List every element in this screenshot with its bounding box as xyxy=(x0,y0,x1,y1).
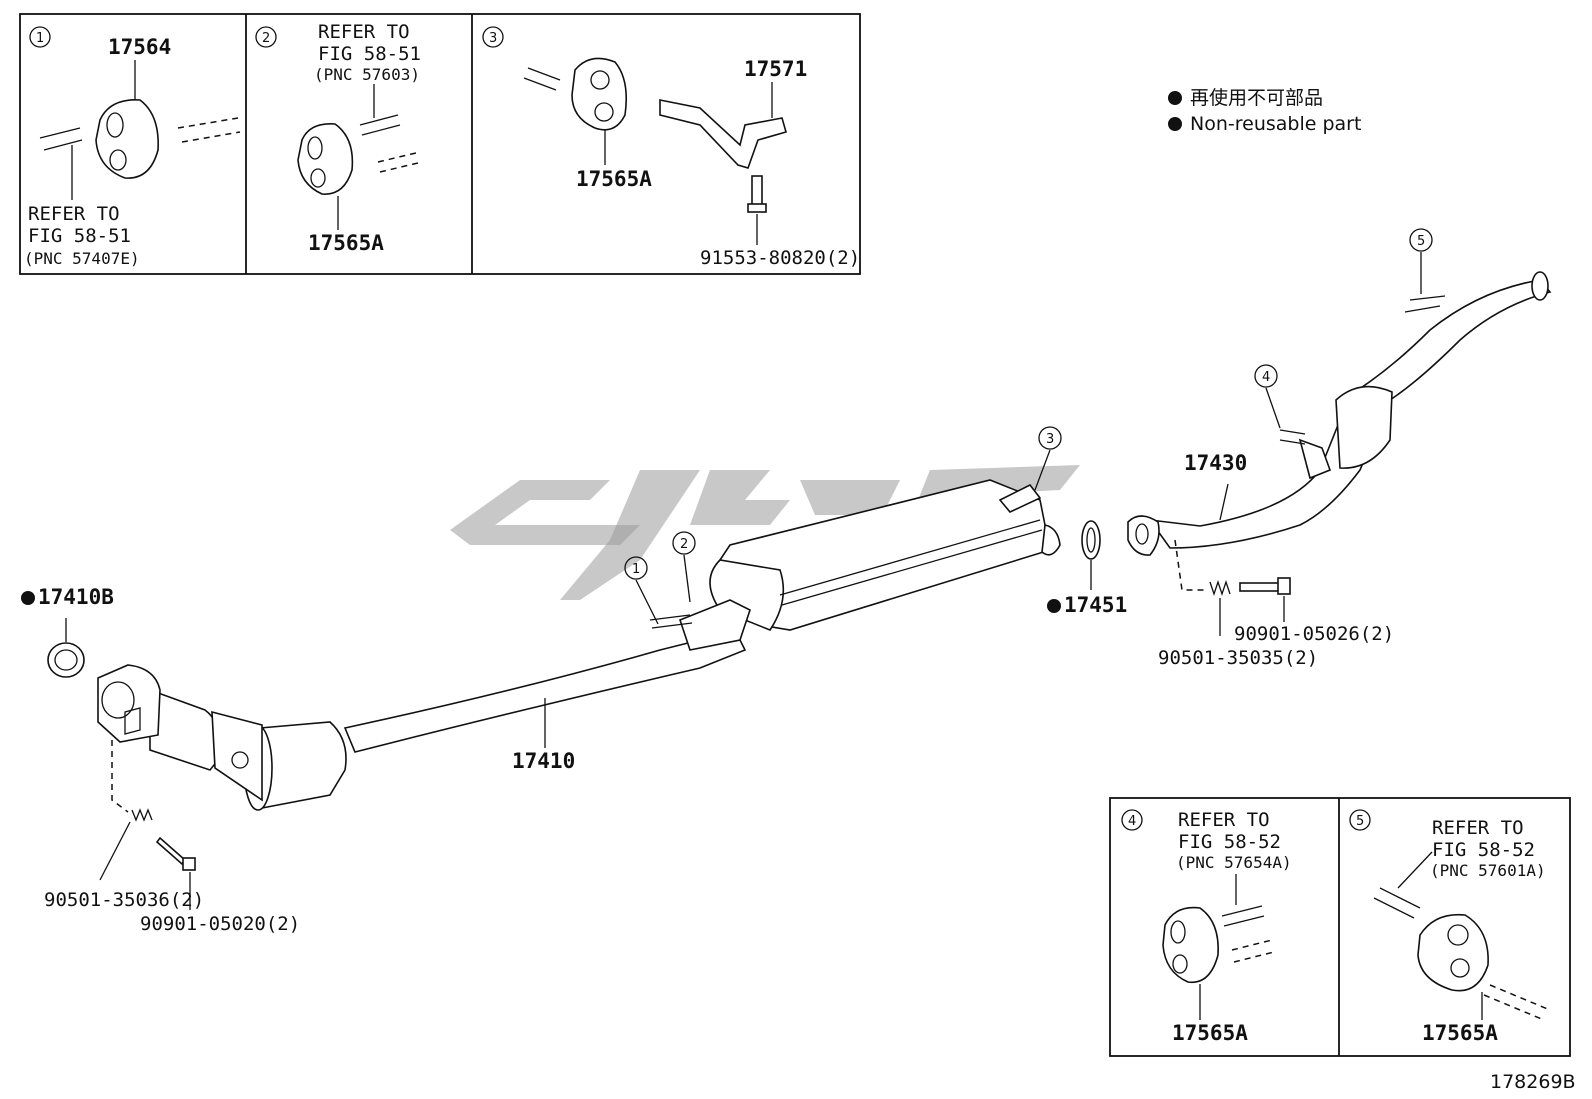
gasket-front-label: 17410B xyxy=(38,585,114,609)
figure-id: 178269B xyxy=(1490,1071,1576,1093)
spring-icon xyxy=(131,808,153,822)
inset-5-ref-line1: REFER TO xyxy=(1432,817,1524,839)
inset-2-ref-line1: REFER TO xyxy=(318,21,410,43)
inset-5-ref-line3: (PNC 57601A) xyxy=(1430,861,1546,880)
inset-4: 4 REFER TO FIG 58-52 (PNC 57654A) 17565A xyxy=(1121,809,1292,1045)
spring-icon xyxy=(1209,579,1231,597)
callout-5: 5 xyxy=(1404,228,1446,313)
inset-1-ref-line1: REFER TO xyxy=(28,203,120,225)
legend-jp: 再使用不可部品 xyxy=(1190,87,1323,109)
inset-box-bottom xyxy=(1109,797,1571,1057)
callout-2: 2 xyxy=(672,531,696,603)
inset-3: 3 17565A 17571 91553-80820(2) xyxy=(482,26,860,269)
inset-5-number: 5 xyxy=(1356,814,1364,829)
bolt-icon xyxy=(155,836,196,871)
gasket-icon xyxy=(1081,520,1101,560)
inset-4-ref-line1: REFER TO xyxy=(1178,809,1270,831)
front-pipe-assembly: 17410B 90501-35036(2) 90901-05020(2) 174… xyxy=(21,585,747,935)
inset-1-number: 1 xyxy=(36,31,44,46)
bolt-front-label: 90901-05020(2) xyxy=(140,913,300,935)
rubber-hanger-icon xyxy=(1417,913,1489,992)
callout-circle-4 xyxy=(1121,809,1143,831)
bullet-icon xyxy=(1168,117,1182,131)
inset-4-number: 4 xyxy=(1128,814,1136,829)
inset-2-part-label: 17565A xyxy=(308,231,384,255)
inset-5-ref-line2: FIG 58-52 xyxy=(1432,839,1535,861)
gasket-mid: 17451 xyxy=(1047,520,1127,617)
rubber-hanger-icon xyxy=(297,123,354,195)
svg-text:4: 4 xyxy=(1262,370,1270,385)
bolt-rear-label: 90901-05026(2) xyxy=(1234,623,1394,645)
non-reusable-bullet-icon xyxy=(21,591,35,605)
tail-pipe-label: 17430 xyxy=(1184,451,1247,475)
tail-pipe-assembly: 90901-05026(2) 90501-35035(2) 17430 xyxy=(1127,271,1552,669)
inset-4-ref-line2: FIG 58-52 xyxy=(1178,831,1281,853)
bracket-icon xyxy=(659,99,787,169)
rubber-hanger-icon xyxy=(1162,906,1219,984)
inset-1-ref-line2: FIG 58-51 xyxy=(28,225,131,247)
rubber-hanger-icon xyxy=(95,99,159,179)
bullet-icon xyxy=(1168,91,1182,105)
non-reusable-bullet-icon xyxy=(1047,599,1061,613)
spring-front-label: 90501-35036(2) xyxy=(44,889,204,911)
bolt-icon xyxy=(1239,577,1291,595)
inset-2-ref-line3: (PNC 57603) xyxy=(314,65,420,84)
inset-2-ref-line2: FIG 58-51 xyxy=(318,43,421,65)
spring-rear-label: 90501-35035(2) xyxy=(1158,647,1318,669)
inset-1: 1 17564 REFER TO FIG 58-51 (PNC 57407E) xyxy=(24,26,241,268)
inset-3-part-bottom-label: 17565A xyxy=(576,167,652,191)
inset-5-part-label: 17565A xyxy=(1422,1021,1498,1045)
inset-box-top xyxy=(19,13,861,275)
svg-text:5: 5 xyxy=(1417,234,1425,249)
front-pipe-label: 17410 xyxy=(512,749,575,773)
legend-en: Non-reusable part xyxy=(1190,113,1361,135)
callout-1: 1 xyxy=(624,556,693,629)
callout-4: 4 xyxy=(1254,364,1306,445)
inset-3-bolt-label: 91553-80820(2) xyxy=(700,247,860,269)
callout-circle-5 xyxy=(1349,809,1371,831)
callout-circle-1 xyxy=(29,26,51,48)
inset-2: 2 REFER TO FIG 58-51 (PNC 57603) 17565A xyxy=(255,21,423,255)
svg-text:1: 1 xyxy=(632,562,640,577)
svg-text:3: 3 xyxy=(1046,432,1054,447)
callout-circle-3 xyxy=(482,26,504,48)
inset-4-part-label: 17565A xyxy=(1172,1021,1248,1045)
inset-5: 5 REFER TO FIG 58-52 (PNC 57601A) 17565A xyxy=(1349,809,1551,1045)
gasket-icon xyxy=(47,642,85,678)
inset-3-number: 3 xyxy=(489,31,497,46)
inset-1-part-label: 17564 xyxy=(108,35,171,59)
inset-3-part-top-label: 17571 xyxy=(744,57,807,81)
gasket-mid-label: 17451 xyxy=(1064,593,1127,617)
inset-2-number: 2 xyxy=(262,31,270,46)
rubber-hanger-icon xyxy=(571,57,628,131)
legend: 再使用不可部品 Non-reusable part xyxy=(1168,87,1361,135)
bolt-icon xyxy=(747,175,767,213)
callout-3: 3 xyxy=(1034,426,1062,491)
callout-circle-2 xyxy=(255,26,277,48)
center-muffler xyxy=(679,479,1061,651)
svg-text:2: 2 xyxy=(680,537,688,552)
inset-4-ref-line3: (PNC 57654A) xyxy=(1176,853,1292,872)
inset-1-ref-line3: (PNC 57407E) xyxy=(24,249,140,268)
